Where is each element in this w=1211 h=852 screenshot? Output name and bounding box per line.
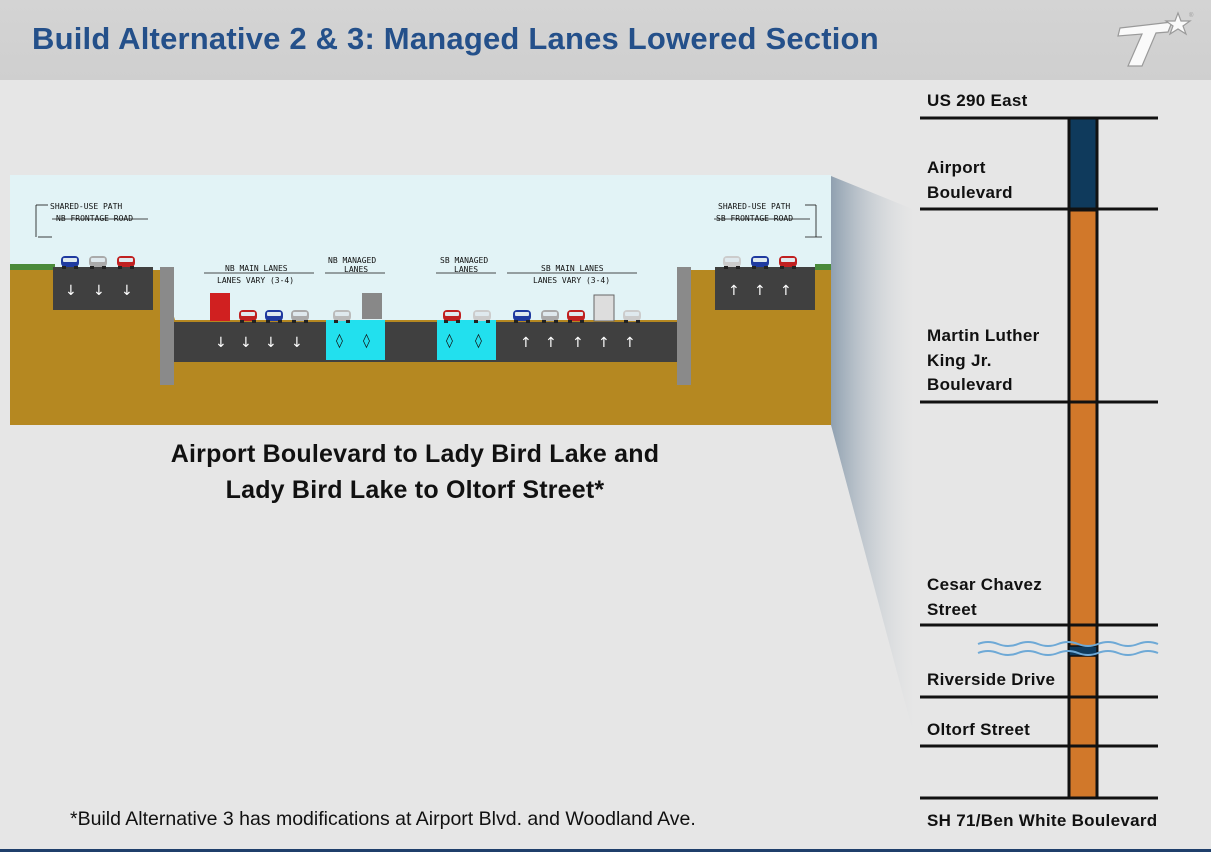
label-nb-managed-2: LANES bbox=[344, 265, 368, 274]
sb-frontage-deck bbox=[715, 267, 815, 310]
header-bar: Build Alternative 2 & 3: Managed Lanes L… bbox=[0, 0, 1211, 80]
label-sb-main-sub: LANES VARY (3-4) bbox=[533, 276, 610, 285]
svg-text:↓: ↓ bbox=[215, 335, 227, 351]
footer-rule bbox=[0, 849, 1211, 852]
label-right-path: SHARED-USE PATH bbox=[718, 202, 790, 211]
svg-text:↑: ↑ bbox=[598, 335, 610, 351]
label-left-path: SHARED-USE PATH bbox=[50, 202, 122, 211]
label-sh71: SH 71/Ben White Boulevard bbox=[927, 811, 1158, 830]
nb-managed-lanes bbox=[326, 320, 385, 360]
cross-section-diagram: ↓ ↓ ↓ ↓ ↓ ↓ ↓ ↑ ↑ ↑ ↑ ↑ ↑ ↑ ↑ ◊ ◊ ◊ ◊ SHARED-USE PATH… bbox=[10, 175, 831, 425]
label-sb-managed-2: LANES bbox=[454, 265, 478, 274]
label-sb-frontage: SB FRONTAGE ROAD bbox=[716, 214, 793, 223]
page-title: Build Alternative 2 & 3: Managed Lanes L… bbox=[32, 21, 879, 56]
svg-text:↓: ↓ bbox=[121, 283, 133, 299]
svg-text:↓: ↓ bbox=[291, 335, 303, 351]
lowered-roadbed bbox=[174, 322, 677, 362]
label-mlk: Martin Luther King Jr. Boulevard bbox=[927, 326, 1040, 394]
svg-text:↑: ↑ bbox=[780, 283, 792, 299]
svg-text:↑: ↑ bbox=[624, 335, 636, 351]
svg-text:◊: ◊ bbox=[363, 333, 370, 349]
svg-text:◊: ◊ bbox=[336, 333, 343, 349]
svg-text:↑: ↑ bbox=[545, 335, 557, 351]
svg-text:◊: ◊ bbox=[446, 333, 453, 349]
svg-text:↓: ↓ bbox=[240, 335, 252, 351]
caption-line-1: Airport Boulevard to Lady Bird Lake and bbox=[170, 440, 660, 468]
svg-text:↑: ↑ bbox=[754, 283, 766, 299]
elevated-segment bbox=[1067, 116, 1099, 212]
label-nb-frontage: NB FRONTAGE ROAD bbox=[56, 214, 133, 223]
sb-managed-lanes bbox=[437, 320, 496, 360]
svg-text:↑: ↑ bbox=[520, 335, 532, 351]
label-riverside: Riverside Drive bbox=[927, 670, 1056, 689]
svg-text:↓: ↓ bbox=[93, 283, 105, 299]
svg-text:↓: ↓ bbox=[65, 283, 77, 299]
lowered-segment bbox=[1067, 208, 1099, 800]
lady-bird-lake-waves bbox=[977, 641, 1159, 656]
footnote: *Build Alternative 3 has modifications a… bbox=[70, 808, 696, 830]
label-nb-main-sub: LANES VARY (3-4) bbox=[217, 276, 294, 285]
svg-text:®: ® bbox=[1189, 12, 1194, 19]
svg-text:◊: ◊ bbox=[475, 333, 482, 349]
svg-text:↓: ↓ bbox=[265, 335, 277, 351]
txdot-logo-icon: ® bbox=[1117, 11, 1194, 67]
nb-frontage-deck bbox=[53, 267, 153, 310]
label-airport: Airport Boulevard bbox=[927, 158, 1013, 202]
label-nb-main: NB MAIN LANES bbox=[225, 264, 288, 273]
label-oltorf: Oltorf Street bbox=[927, 720, 1031, 739]
svg-text:↑: ↑ bbox=[728, 283, 740, 299]
label-us290: US 290 East bbox=[927, 91, 1028, 110]
label-sb-managed-1: SB MANAGED bbox=[440, 256, 488, 265]
label-cesar-chavez: Cesar Chavez Street bbox=[927, 575, 1043, 619]
label-nb-managed-1: NB MANAGED bbox=[328, 256, 376, 265]
caption-line-2: Lady Bird Lake to Oltorf Street* bbox=[225, 476, 605, 504]
label-sb-main: SB MAIN LANES bbox=[541, 264, 604, 273]
svg-text:↑: ↑ bbox=[572, 335, 584, 351]
